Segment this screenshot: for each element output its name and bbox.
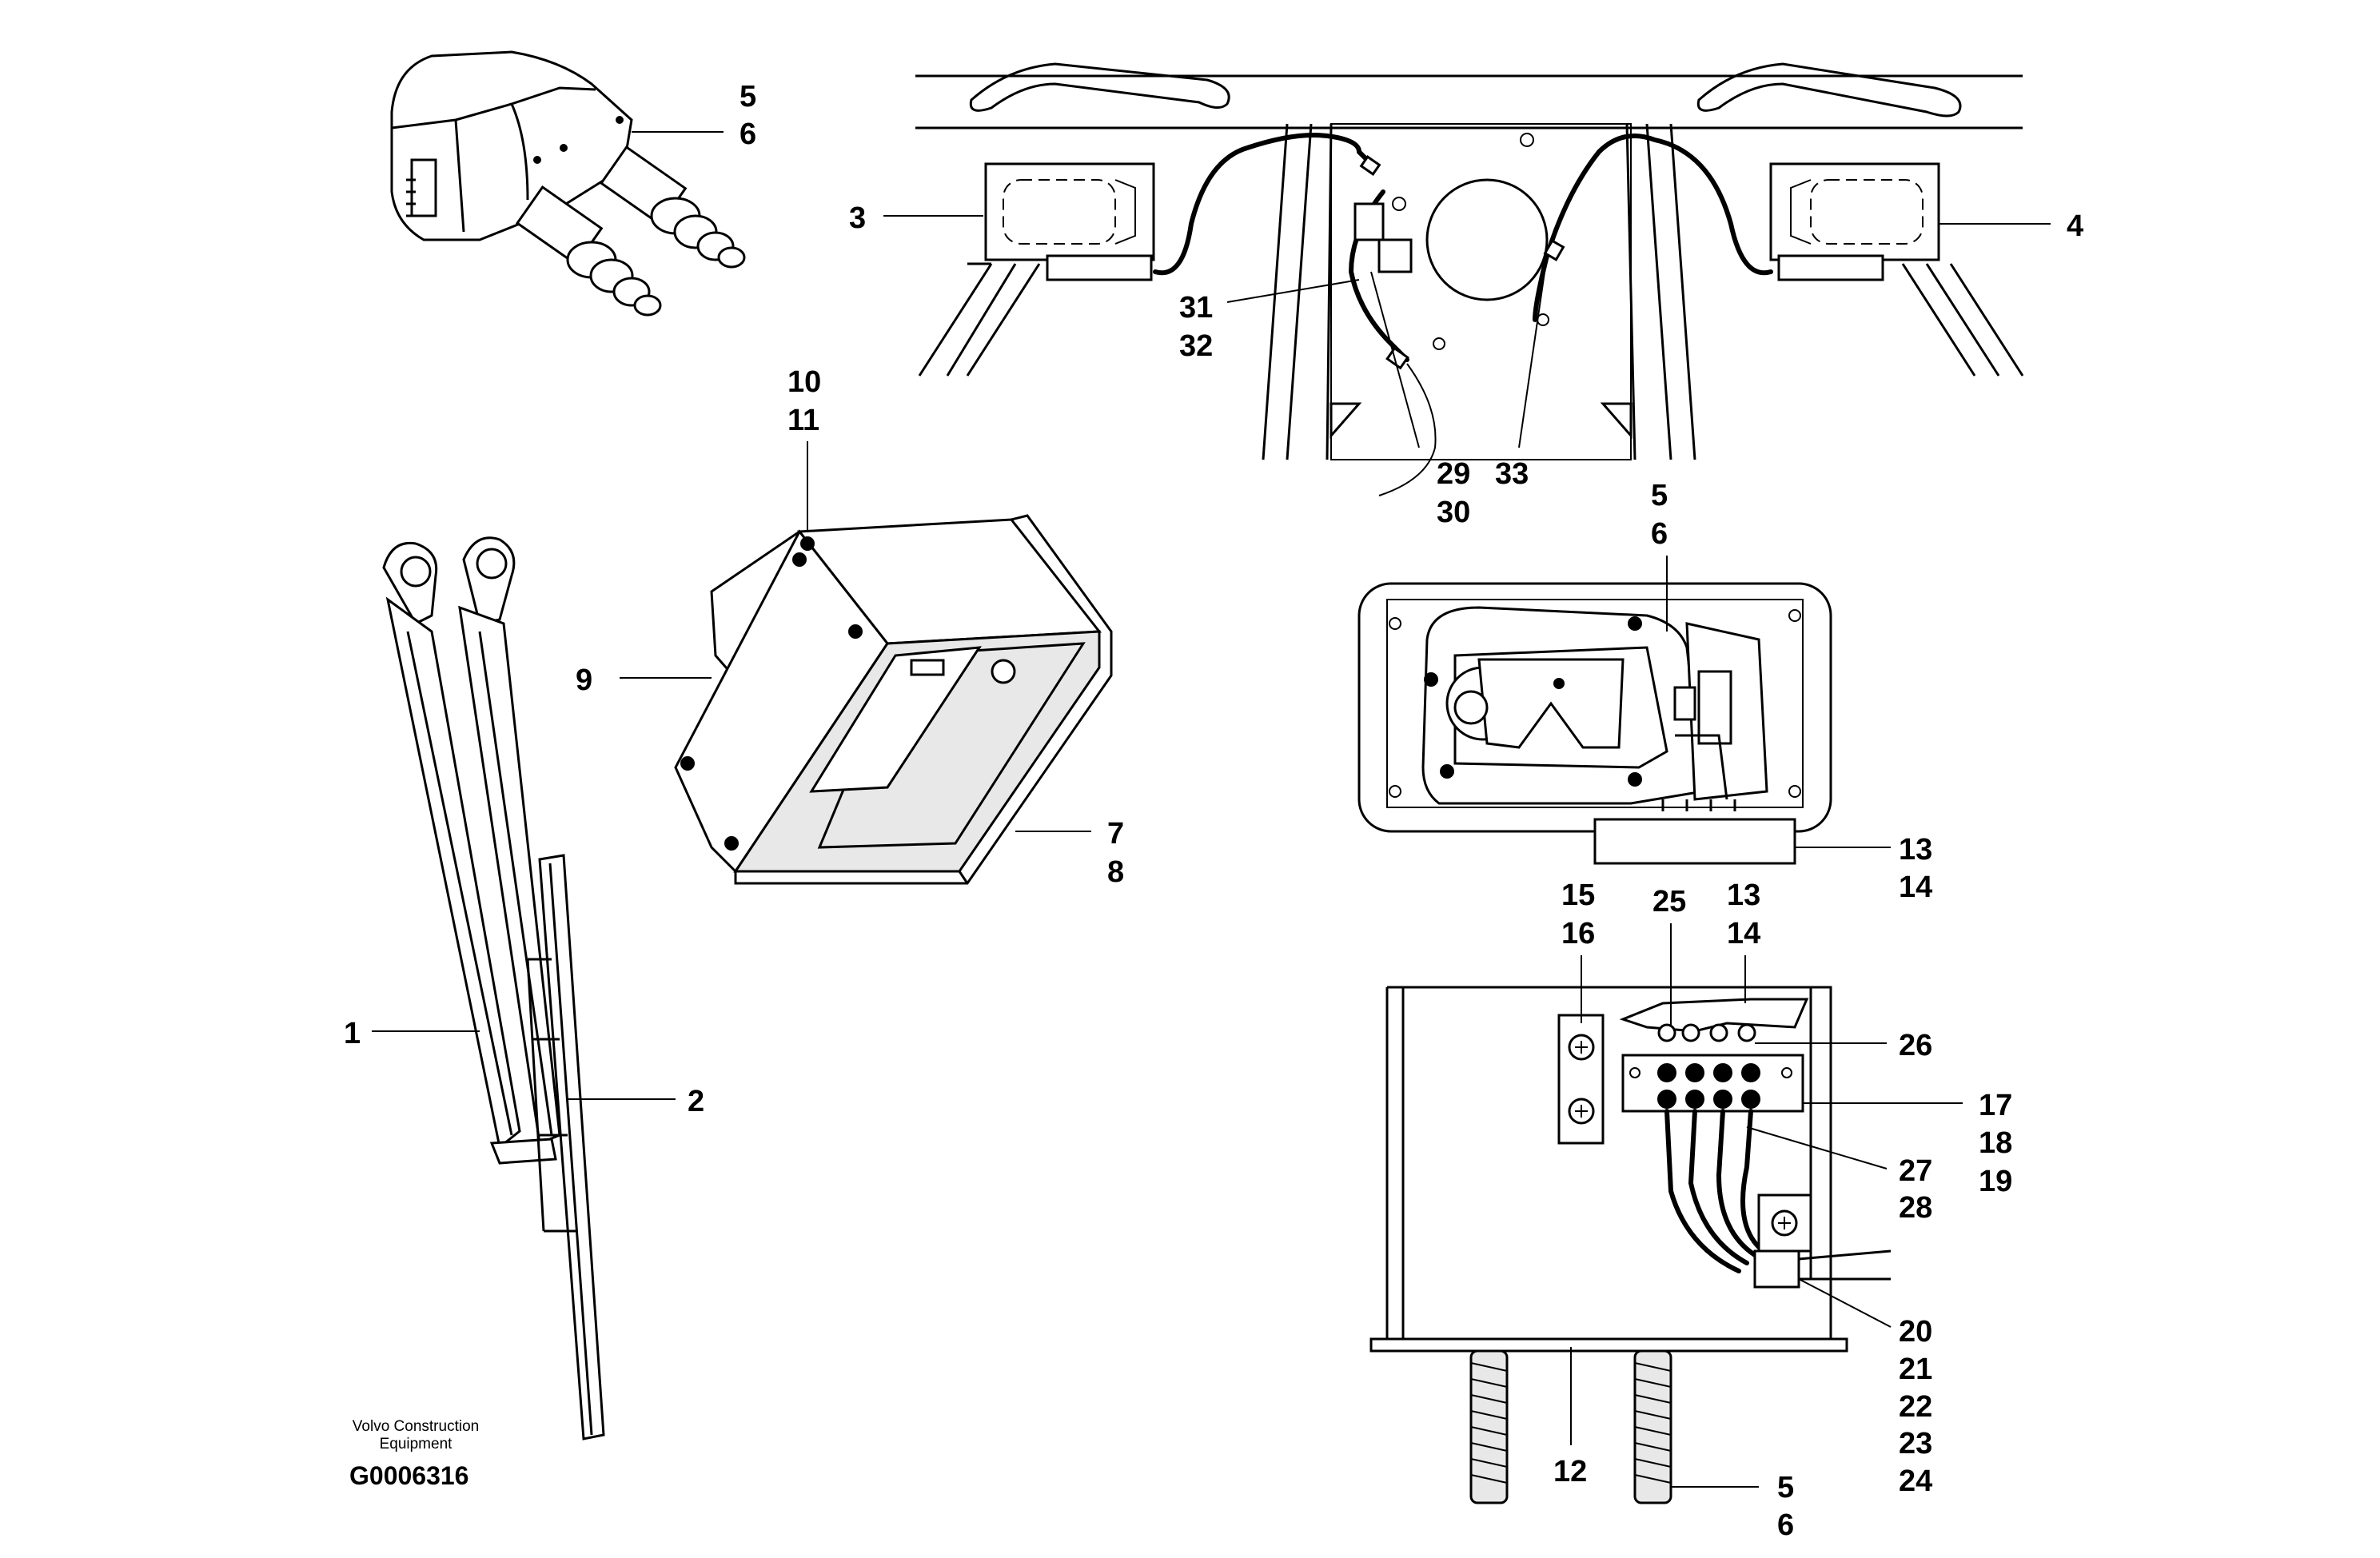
figure-id: G0006316	[349, 1461, 468, 1490]
callout-8: 8	[1107, 855, 1124, 889]
leader-33	[1518, 255, 1548, 448]
callout-15: 15	[1561, 879, 1595, 912]
cab-frame-illustration	[915, 62, 2024, 496]
callout-1: 1	[344, 1017, 361, 1050]
callout-25: 25	[1652, 885, 1686, 918]
speaker-right	[1769, 162, 1940, 261]
callout-11: 11	[787, 404, 819, 437]
callout-21: 21	[1899, 1353, 1932, 1386]
callout-12: 12	[1553, 1455, 1587, 1488]
leader-27-28	[1746, 1126, 1888, 1169]
mounting-bolts	[1469, 1349, 1672, 1504]
callout-24: 24	[1899, 1464, 1932, 1498]
callout-2: 2	[688, 1085, 704, 1118]
callout-5: 5	[740, 80, 756, 114]
callout-9: 9	[576, 663, 592, 697]
callout-33: 33	[1495, 457, 1529, 491]
callout-13: 13	[1727, 879, 1760, 912]
callout-4: 4	[2067, 209, 2083, 243]
wiper-blade-illustration	[526, 854, 605, 1440]
callout-20: 20	[1899, 1315, 1932, 1349]
caption-company-line2: Equipment	[380, 1436, 453, 1452]
callout-6: 6	[1651, 517, 1668, 551]
callout-7: 7	[1107, 817, 1124, 851]
motor-shaft-left	[515, 185, 662, 317]
callout-5: 5	[1777, 1471, 1794, 1504]
callout-17: 17	[1979, 1089, 2012, 1122]
callout-16: 16	[1561, 917, 1595, 950]
callout-30: 30	[1437, 496, 1470, 529]
speaker-left	[984, 162, 1155, 261]
callout-13: 13	[1899, 833, 1932, 867]
leader-29-30	[1370, 271, 1420, 448]
caption-company: Volvo Construction	[353, 1418, 479, 1435]
callout-26: 26	[1899, 1029, 1932, 1062]
wiper-motor-illustration	[390, 50, 746, 317]
terminal-box-illustration	[1369, 986, 1892, 1504]
callout-27: 27	[1899, 1154, 1932, 1188]
terminal-screws	[1629, 1023, 1792, 1109]
callout-32: 32	[1179, 329, 1213, 363]
callout-6: 6	[740, 118, 756, 151]
callout-10: 10	[787, 365, 821, 399]
callout-23: 23	[1899, 1427, 1932, 1460]
motor-shaft-right	[599, 145, 746, 269]
callout-22: 22	[1899, 1390, 1932, 1424]
relay-box-illustration	[674, 514, 1113, 885]
callout-19: 19	[1979, 1165, 2012, 1198]
callout-14: 14	[1899, 871, 1932, 904]
leader-31-32	[1226, 279, 1360, 303]
callout-18: 18	[1979, 1126, 2012, 1160]
callout-5: 5	[1651, 479, 1668, 512]
motor-housing-illustration	[1357, 582, 1832, 865]
callout-14: 14	[1727, 917, 1760, 950]
callout-3: 3	[849, 201, 866, 235]
callout-6: 6	[1777, 1508, 1794, 1542]
callout-28: 28	[1899, 1191, 1932, 1225]
callout-31: 31	[1179, 291, 1213, 325]
callout-29: 29	[1437, 457, 1470, 491]
leader-20-24	[1798, 1278, 1892, 1328]
